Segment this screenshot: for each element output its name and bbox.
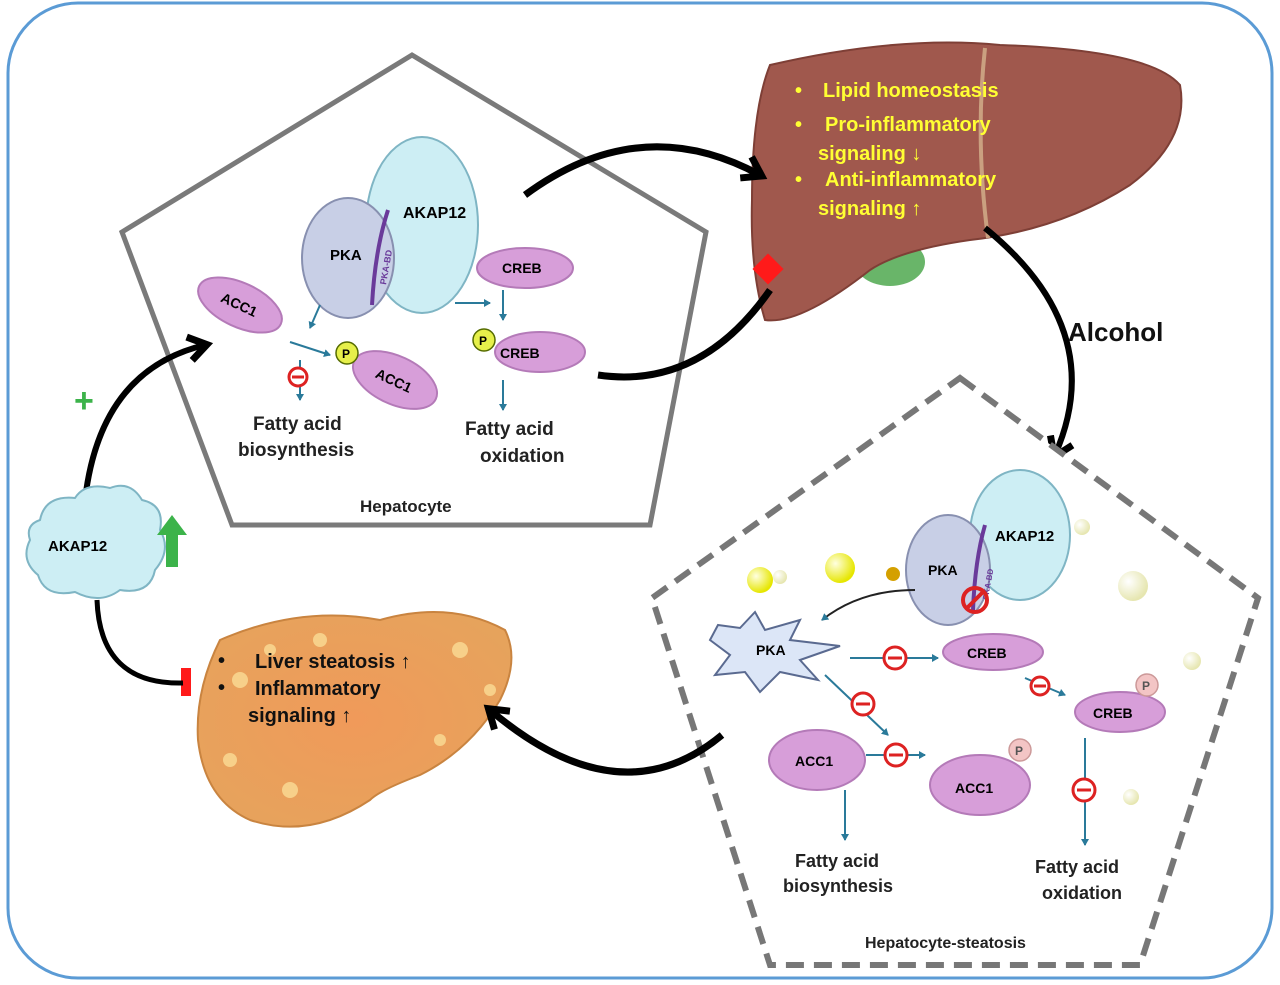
arrow-pka-release: [821, 589, 916, 621]
akap12-cloud: AKAP12: [25, 484, 166, 599]
svg-text:Fatty acid: Fatty acid: [1035, 857, 1119, 877]
svg-text:CREB: CREB: [1093, 705, 1133, 721]
lipid-droplet: [773, 570, 787, 584]
arrow-steatosis-to-liver: [483, 704, 725, 776]
svg-text:P: P: [342, 347, 350, 361]
arrow-akap12-to-hepatocyte: [82, 333, 214, 501]
inhibit-icon: [850, 691, 876, 717]
acc1-enzyme: ACC1: [197, 276, 283, 334]
inhibit-icon: [1029, 675, 1051, 697]
arrow-hepatocyte-to-liver: [522, 143, 768, 198]
lipid-droplet: [1074, 519, 1090, 535]
liver-shape: [196, 611, 513, 828]
pka-label: PKA: [330, 247, 362, 264]
svg-text:Fatty acid: Fatty acid: [795, 851, 879, 871]
svg-text:oxidation: oxidation: [1042, 883, 1122, 903]
inhibit-icon: [961, 586, 989, 614]
alcohol-label: Alcohol: [1068, 317, 1163, 347]
lipid-droplet: [747, 567, 773, 593]
free-pka: [708, 610, 841, 694]
creb-phospho-protein: [1074, 691, 1166, 733]
hepatocyte-steatosis-cell: AKAP12 PKA PKA-BD PKA CREB CREB P ACC1 A…: [648, 374, 1262, 968]
up-arrow-icon: [157, 515, 187, 567]
bullet-anti-inflammatory: Anti-inflammatory: [825, 169, 997, 191]
svg-text:ACC1: ACC1: [955, 780, 993, 796]
svg-text:CREB: CREB: [500, 345, 540, 361]
inhibit-icon: [883, 742, 909, 768]
svg-text:•: •: [795, 80, 802, 102]
phosphate-badge: [1135, 673, 1159, 697]
arrow-alcohol: [983, 225, 1075, 463]
creb-phospho-protein: [494, 331, 586, 373]
svg-text:P: P: [479, 334, 487, 348]
liver-shape: [750, 41, 1183, 322]
bullet-inflammatory-2: signaling ↑: [248, 705, 351, 727]
svg-text:P: P: [1015, 744, 1023, 758]
bullet-inflammatory: Inflammatory: [255, 678, 381, 700]
connector-akap12-inhibit: [94, 599, 184, 686]
lipid-droplet: [886, 567, 900, 581]
arrow-pka-acc1: [308, 304, 321, 329]
fa-biosynthesis-line2: biosynthesis: [238, 440, 354, 461]
liver-ligament: [978, 47, 990, 239]
lipid-droplet: [1118, 571, 1148, 601]
pka-protein: [905, 514, 991, 626]
fa-biosynthesis-line1: Fatty acid: [253, 414, 342, 435]
svg-text:•: •: [218, 650, 225, 672]
phosphate-badge: [1008, 738, 1032, 762]
svg-text:ACC1: ACC1: [795, 753, 833, 769]
plus-icon: +: [74, 382, 94, 420]
hepatocyte-label: Hepatocyte: [360, 497, 452, 516]
bullet-anti-inflammatory-2: signaling ↑: [818, 198, 921, 220]
bullet-pro-inflammatory-2: signaling ↓: [818, 143, 921, 165]
bullet-pro-inflammatory: Pro-inflammatory: [825, 114, 991, 136]
creb-protein: [476, 247, 574, 289]
phosphate-badge-creb: [472, 328, 496, 352]
inhibit-icon: [882, 645, 908, 671]
acc1-phospho-enzyme: [929, 754, 1031, 816]
fa-oxidation-line2: oxidation: [480, 446, 564, 467]
svg-text:•: •: [795, 169, 802, 191]
steatosis-label: Hepatocyte-steatosis: [865, 935, 1026, 952]
svg-text:•: •: [795, 114, 802, 136]
pka-bd-linker: [370, 209, 390, 306]
svg-text:P: P: [1142, 679, 1150, 693]
svg-text:PKA: PKA: [756, 642, 786, 658]
lipid-droplet: [1183, 652, 1201, 670]
inhibit-icon: [287, 366, 309, 388]
pka-protein: [301, 197, 395, 319]
creb-protein: [942, 633, 1044, 671]
svg-text:•: •: [218, 677, 225, 699]
svg-text:biosynthesis: biosynthesis: [783, 876, 893, 896]
steatotic-liver: • Liver steatosis ↑ • Inflammatory signa…: [181, 611, 513, 828]
svg-text:CREB: CREB: [967, 645, 1007, 661]
fa-oxidation-line1: Fatty acid: [465, 419, 554, 440]
lipid-droplet: [825, 553, 855, 583]
steatosis-outline: [648, 374, 1262, 968]
phosphate-badge: [335, 341, 359, 365]
svg-text:PKA: PKA: [928, 562, 958, 578]
inhibit-icon: [1071, 777, 1097, 803]
healthy-liver: • Lipid homeostasis • Pro-inflammatory s…: [750, 41, 1183, 322]
arrow-acc1-phospho: [289, 341, 331, 357]
acc1-phospho-enzyme: ACC1: [351, 350, 439, 410]
akap12-label: AKAP12: [403, 205, 466, 222]
inhibit-marker-healthy: [752, 253, 784, 285]
connector-liver-inhibit: [597, 287, 773, 381]
lipid-droplet: [1123, 789, 1139, 805]
inhibit-marker-steatotic: [181, 668, 191, 696]
svg-text:CREB: CREB: [502, 260, 542, 276]
acc1-enzyme: [768, 729, 866, 791]
svg-text:AKAP12: AKAP12: [48, 538, 107, 555]
svg-text:AKAP12: AKAP12: [995, 528, 1054, 545]
bullet-lipid-homeostasis: Lipid homeostasis: [823, 80, 999, 102]
bullet-liver-steatosis: Liver steatosis ↑: [255, 651, 411, 673]
